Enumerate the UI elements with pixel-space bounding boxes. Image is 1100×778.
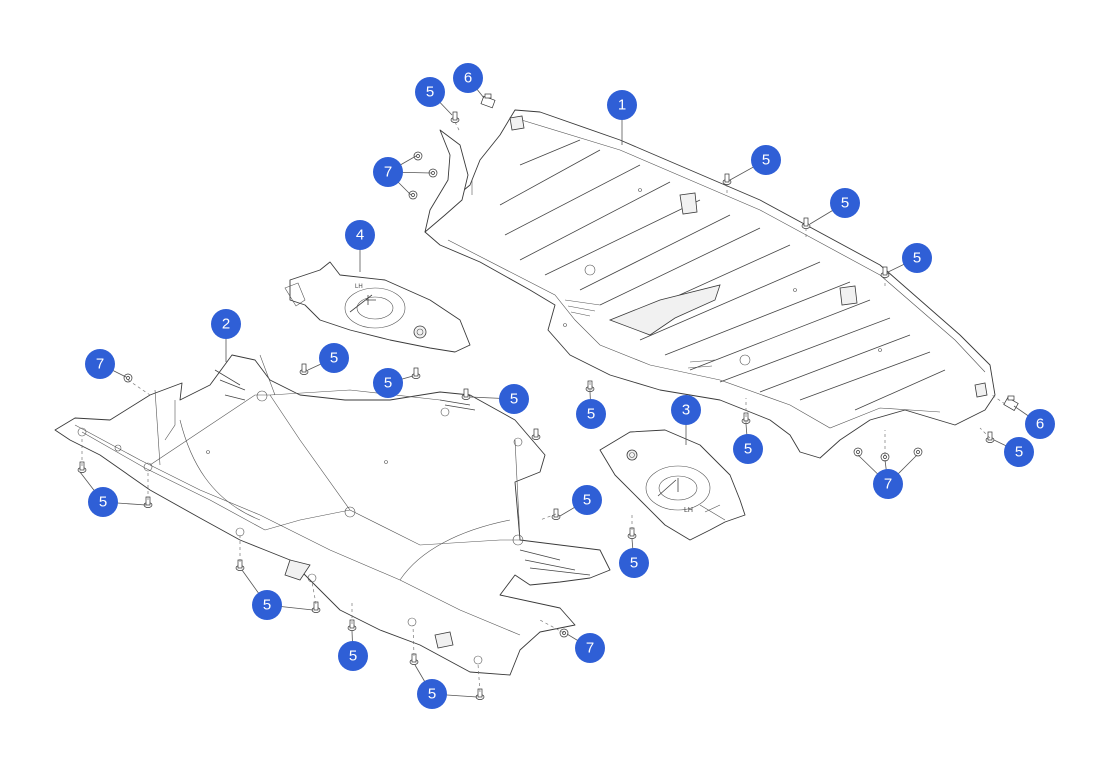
screw-icon xyxy=(461,388,471,400)
screw-icon xyxy=(985,431,995,443)
callout-4-badge[interactable]: 4 xyxy=(345,220,375,250)
callout-5-badge[interactable]: 5 xyxy=(576,399,606,429)
callout-5-badge[interactable]: 5 xyxy=(88,487,118,517)
underbody-panel-front xyxy=(54,354,611,676)
callout-3-badge[interactable]: 3 xyxy=(671,395,701,425)
svg-text:5: 5 xyxy=(384,375,392,392)
front-panel-ribs xyxy=(214,369,591,576)
svg-text:5: 5 xyxy=(913,250,921,267)
svg-text:5: 5 xyxy=(583,492,591,509)
nut-icon xyxy=(413,151,423,161)
clip-icon xyxy=(480,93,496,109)
screw-icon xyxy=(627,527,637,539)
screw-icon xyxy=(311,601,321,613)
callout-5-badge[interactable]: 5 xyxy=(751,145,781,175)
svg-text:2: 2 xyxy=(222,316,230,333)
svg-text:5: 5 xyxy=(841,195,849,212)
callout-5-badge[interactable]: 5 xyxy=(338,641,368,671)
callout-7-badge[interactable]: 7 xyxy=(575,633,605,663)
svg-text:7: 7 xyxy=(884,476,892,493)
screw-icon xyxy=(409,653,419,665)
svg-text:5: 5 xyxy=(349,648,357,665)
callout-6-badge[interactable]: 6 xyxy=(1025,409,1055,439)
screw-icon xyxy=(235,559,245,571)
svg-text:4: 4 xyxy=(356,227,364,244)
callout-5-badge[interactable]: 5 xyxy=(572,485,602,515)
clip-icon xyxy=(1003,395,1019,411)
svg-text:5: 5 xyxy=(428,686,436,703)
callout-5-badge[interactable]: 5 xyxy=(319,343,349,373)
callout-1-badge[interactable]: 1 xyxy=(607,90,637,120)
nut-icon xyxy=(853,447,863,457)
svg-text:7: 7 xyxy=(384,164,392,181)
screw-icon xyxy=(411,367,421,379)
callout-5-badge[interactable]: 5 xyxy=(1004,437,1034,467)
callout-5-badge[interactable]: 5 xyxy=(417,679,447,709)
svg-text:3: 3 xyxy=(682,402,690,419)
svg-text:5: 5 xyxy=(510,391,518,408)
svg-text:6: 6 xyxy=(464,70,472,87)
shield-part-4: LH xyxy=(284,261,471,353)
nut-icon xyxy=(913,447,923,457)
svg-text:6: 6 xyxy=(1036,416,1044,433)
screw-icon xyxy=(143,496,153,508)
svg-text:5: 5 xyxy=(1015,444,1023,461)
callout-5-badge[interactable]: 5 xyxy=(619,548,649,578)
callout-6-badge[interactable]: 6 xyxy=(453,63,483,93)
svg-text:1: 1 xyxy=(618,97,626,114)
underbody-panel-rear xyxy=(424,109,996,459)
svg-text:LH: LH xyxy=(355,284,363,290)
callout-5-badge[interactable]: 5 xyxy=(499,384,529,414)
screw-icon xyxy=(299,363,309,375)
svg-text:5: 5 xyxy=(99,494,107,511)
callout-2-badge[interactable]: 2 xyxy=(211,309,241,339)
callout-5-badge[interactable]: 5 xyxy=(902,243,932,273)
callout-5-badge[interactable]: 5 xyxy=(252,590,282,620)
assembly-lines xyxy=(81,121,1006,693)
svg-text:5: 5 xyxy=(426,84,434,101)
shield-part-3: LH xyxy=(599,429,746,541)
callout-7-badge[interactable]: 7 xyxy=(373,157,403,187)
callouts: 1 2 3 4 5 5 5 5 5 5 5 5 5 5 5 5 5 5 5 5 … xyxy=(85,63,1055,709)
svg-text:5: 5 xyxy=(744,441,752,458)
screw-icon xyxy=(450,111,460,123)
svg-text:7: 7 xyxy=(586,640,594,657)
screw-icon xyxy=(722,173,732,185)
nut-icon xyxy=(123,373,133,383)
screw-icon xyxy=(531,428,541,440)
svg-text:7: 7 xyxy=(96,356,104,373)
nut-icon xyxy=(408,190,418,200)
callout-5-badge[interactable]: 5 xyxy=(373,368,403,398)
callout-5-badge[interactable]: 5 xyxy=(415,77,445,107)
nut-icon xyxy=(428,168,438,178)
svg-text:5: 5 xyxy=(630,555,638,572)
callout-5-badge[interactable]: 5 xyxy=(733,434,763,464)
callout-7-badge[interactable]: 7 xyxy=(873,469,903,499)
svg-text:5: 5 xyxy=(330,350,338,367)
callout-7-badge[interactable]: 7 xyxy=(85,349,115,379)
screw-icon xyxy=(551,508,561,520)
svg-text:5: 5 xyxy=(762,152,770,169)
callout-5-badge[interactable]: 5 xyxy=(830,188,860,218)
svg-text:5: 5 xyxy=(263,597,271,614)
svg-text:5: 5 xyxy=(587,406,595,423)
svg-text:LH: LH xyxy=(684,507,693,514)
